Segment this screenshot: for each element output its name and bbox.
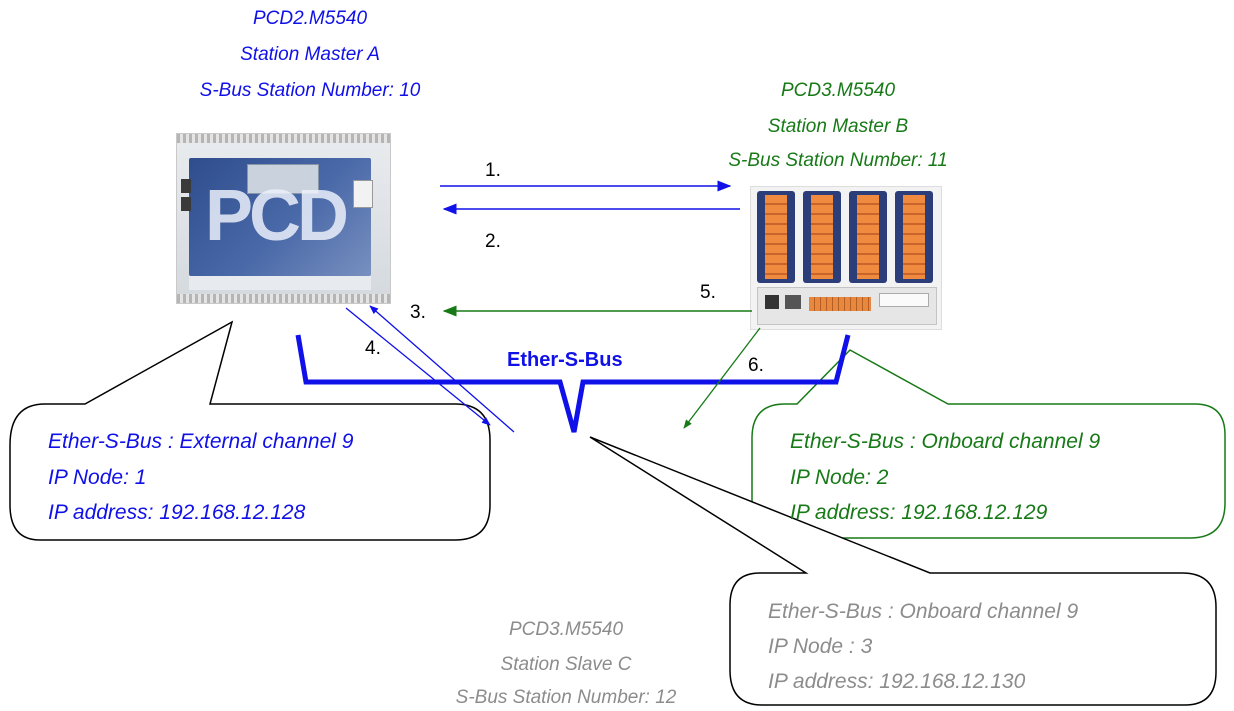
arrow-4 [369, 305, 515, 433]
callout-c-ip: IP address: 192.168.12.130 [768, 670, 1026, 693]
arrow-5-label: 5. [700, 282, 716, 303]
pcd2-bottom-strip [189, 276, 371, 290]
pcd3-module-4 [895, 191, 933, 283]
arrow-1-label: 1. [485, 160, 501, 181]
pcd3-rj45-port [785, 295, 801, 309]
callout-c-channel: Ether-S-Bus : Onboard channel 9 [768, 600, 1079, 623]
pcd3-terminal-block [809, 297, 871, 311]
ether-s-bus-line [295, 334, 851, 433]
callout-b-channel: Ether-S-Bus : Onboard channel 9 [790, 430, 1101, 453]
callout-b-node: IP Node: 2 [790, 466, 889, 489]
station-a-model: PCD2.M5540 [252, 8, 368, 29]
pcd2-port-top [181, 179, 191, 193]
pcd3-device-image [750, 186, 942, 330]
station-a-sbus-number: S-Bus Station Number: 10 [199, 80, 421, 101]
callout-b-bubble [751, 349, 1226, 539]
ether-s-bus-label: Ether-S-Bus [507, 349, 623, 371]
pcd3-battery-cover [879, 293, 929, 307]
arrow-3-label: 3. [410, 302, 426, 323]
callout-c-bubble [589, 436, 1217, 706]
arrow-6 [683, 327, 761, 429]
station-b-sbus-number: S-Bus Station Number: 11 [728, 150, 948, 171]
callout-b-ip: IP address: 192.168.12.129 [790, 501, 1048, 524]
station-a-role: Station Master A [240, 44, 380, 65]
pcd2-display [247, 164, 319, 194]
arrow-4-label: 4. [365, 338, 381, 359]
pcd3-module-1 [757, 191, 795, 283]
callout-a-ip: IP address: 192.168.12.128 [48, 501, 306, 524]
pcd2-bottom-vent [177, 294, 390, 303]
callout-a-node: IP Node: 1 [48, 466, 147, 489]
callout-a-channel: Ether-S-Bus : External channel 9 [48, 430, 354, 453]
pcd2-port-bottom [181, 197, 191, 211]
pcd3-module-2 [803, 191, 841, 283]
pcd3-module-3 [849, 191, 887, 283]
pcd2-top-vent [177, 134, 390, 143]
pcd2-logo: PCD [205, 176, 349, 256]
station-c-sbus-number: S-Bus Station Number: 12 [455, 687, 677, 708]
arrow-6-label: 6. [748, 355, 764, 376]
arrow-2-label: 2. [485, 231, 501, 252]
arrow-4-return [345, 307, 491, 426]
station-b-model: PCD3.M5540 [780, 80, 896, 101]
pcd2-device-image: PCD [176, 133, 391, 304]
station-c-role: Station Slave C [500, 654, 632, 675]
callout-a-bubble [9, 320, 491, 541]
pcd2-side-connector [353, 180, 373, 208]
pcd3-ethernet-port [765, 295, 779, 309]
station-b-role: Station Master B [767, 116, 909, 137]
station-c-model: PCD3.M5540 [508, 619, 624, 640]
callout-c-node: IP Node : 3 [768, 635, 873, 658]
